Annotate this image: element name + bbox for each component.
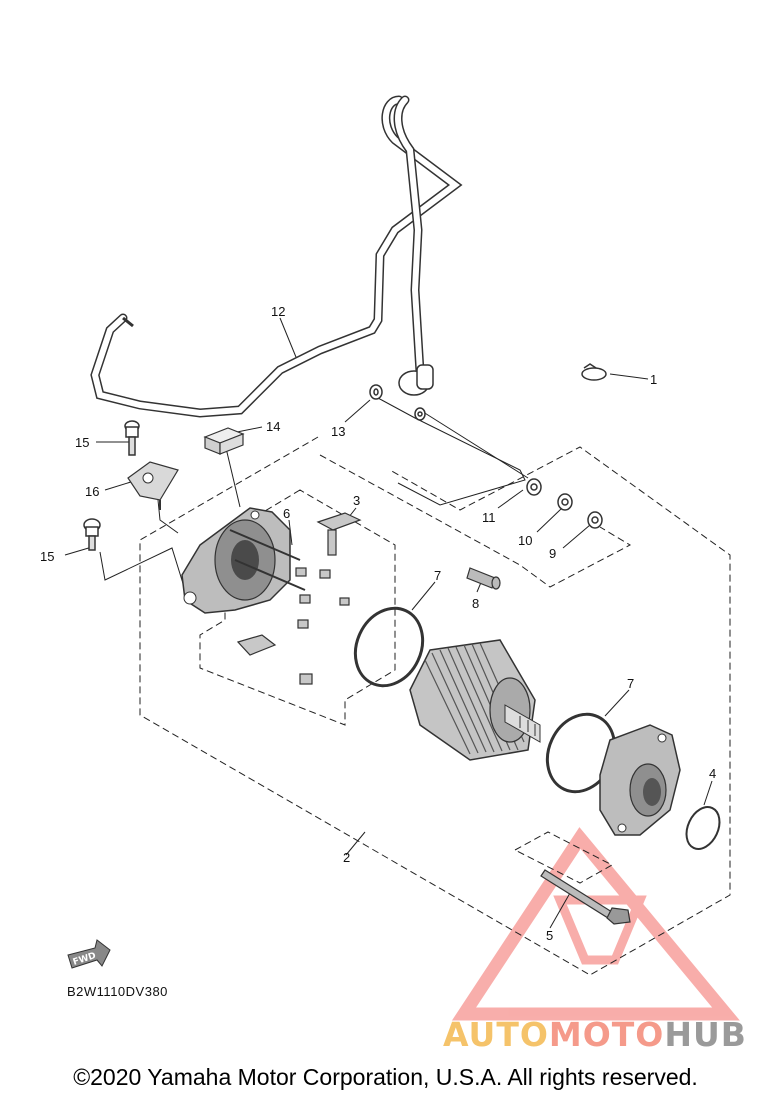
leader-13 — [344, 399, 371, 423]
callout-7b: 7 — [627, 676, 634, 691]
leader-16 — [104, 480, 135, 491]
watermark-auto: AUTO — [443, 1015, 549, 1054]
brush-assembly-outline — [199, 489, 396, 726]
watermark-text: AUTOMOTOHUB — [443, 1015, 747, 1054]
through-bolt-5 — [540, 869, 631, 925]
nut-11 — [526, 478, 542, 496]
leader-5 — [549, 892, 571, 929]
bolt-15-top — [124, 420, 140, 456]
o-ring-4 — [685, 806, 721, 850]
watermark-wordmark: AUTOMOTOHUB — [443, 1015, 747, 1054]
leader-7b — [604, 689, 630, 717]
rear-cover-outline — [513, 831, 614, 884]
wire-run-13-11 — [377, 397, 526, 506]
callout-10: 10 — [518, 533, 532, 548]
diagram-code: B2W1110DV380 — [67, 984, 168, 999]
callout-16: 16 — [85, 484, 99, 499]
leader-9 — [562, 524, 591, 549]
rear-cover — [599, 724, 681, 836]
leader-10 — [536, 508, 562, 533]
callout-6: 6 — [283, 506, 290, 521]
callout-14: 14 — [266, 419, 280, 434]
callout-12: 12 — [271, 304, 285, 319]
hose-clamp — [581, 363, 607, 381]
leader-14 — [236, 426, 263, 433]
leader-11 — [497, 489, 524, 509]
insulator-cap — [203, 427, 245, 455]
leader-12 — [279, 317, 299, 363]
callout-7a: 7 — [434, 568, 441, 583]
callout-1: 1 — [650, 372, 657, 387]
callout-9: 9 — [549, 546, 556, 561]
watermark-moto: MOTO — [549, 1015, 664, 1054]
watermark-hub: HUB — [664, 1015, 747, 1054]
leader-7a — [411, 581, 436, 611]
callout-4: 4 — [709, 766, 716, 781]
callout-13: 13 — [331, 424, 345, 439]
callout-labels: 1 2 3 4 5 6 7 7 8 9 10 11 12 13 14 15 15… — [40, 304, 716, 943]
callout-5: 5 — [546, 928, 553, 943]
leader-15b — [64, 546, 93, 556]
callout-8: 8 — [472, 596, 479, 611]
callout-2: 2 — [343, 850, 350, 865]
washer-10 — [557, 493, 573, 511]
washer-9 — [587, 511, 603, 529]
front-cover — [181, 507, 306, 614]
wire-harness — [90, 95, 463, 418]
washer-13 — [369, 384, 426, 421]
terminal-boot — [398, 364, 434, 396]
terminal-bolt-8 — [466, 567, 501, 590]
callout-11: 11 — [482, 510, 496, 525]
bolt-15-bottom — [83, 518, 101, 551]
armature — [409, 639, 541, 761]
starter-assembly-outline — [139, 436, 731, 976]
leader-1 — [609, 373, 649, 380]
watermark-logo — [451, 827, 740, 1021]
brush-set — [236, 512, 362, 685]
leader-2 — [345, 831, 366, 856]
leader-16-route — [157, 499, 179, 534]
front-cover-outline — [319, 454, 632, 588]
o-ring-7-front — [353, 606, 425, 688]
callout-15b: 15 — [40, 549, 54, 564]
callout-15a: 15 — [75, 435, 89, 450]
leader-14-drop — [225, 447, 241, 508]
callout-3: 3 — [353, 493, 360, 508]
copyright-notice: ©2020 Yamaha Motor Corporation, U.S.A. A… — [73, 1064, 698, 1090]
leader-15b-route — [99, 547, 186, 591]
watermark-inner-mark — [553, 895, 647, 965]
washer-line — [419, 409, 529, 479]
watermark-triangle — [451, 827, 740, 1021]
fwd-arrow: FWD — [67, 939, 111, 969]
bracket-16 — [127, 461, 179, 510]
leader-4 — [703, 780, 713, 806]
